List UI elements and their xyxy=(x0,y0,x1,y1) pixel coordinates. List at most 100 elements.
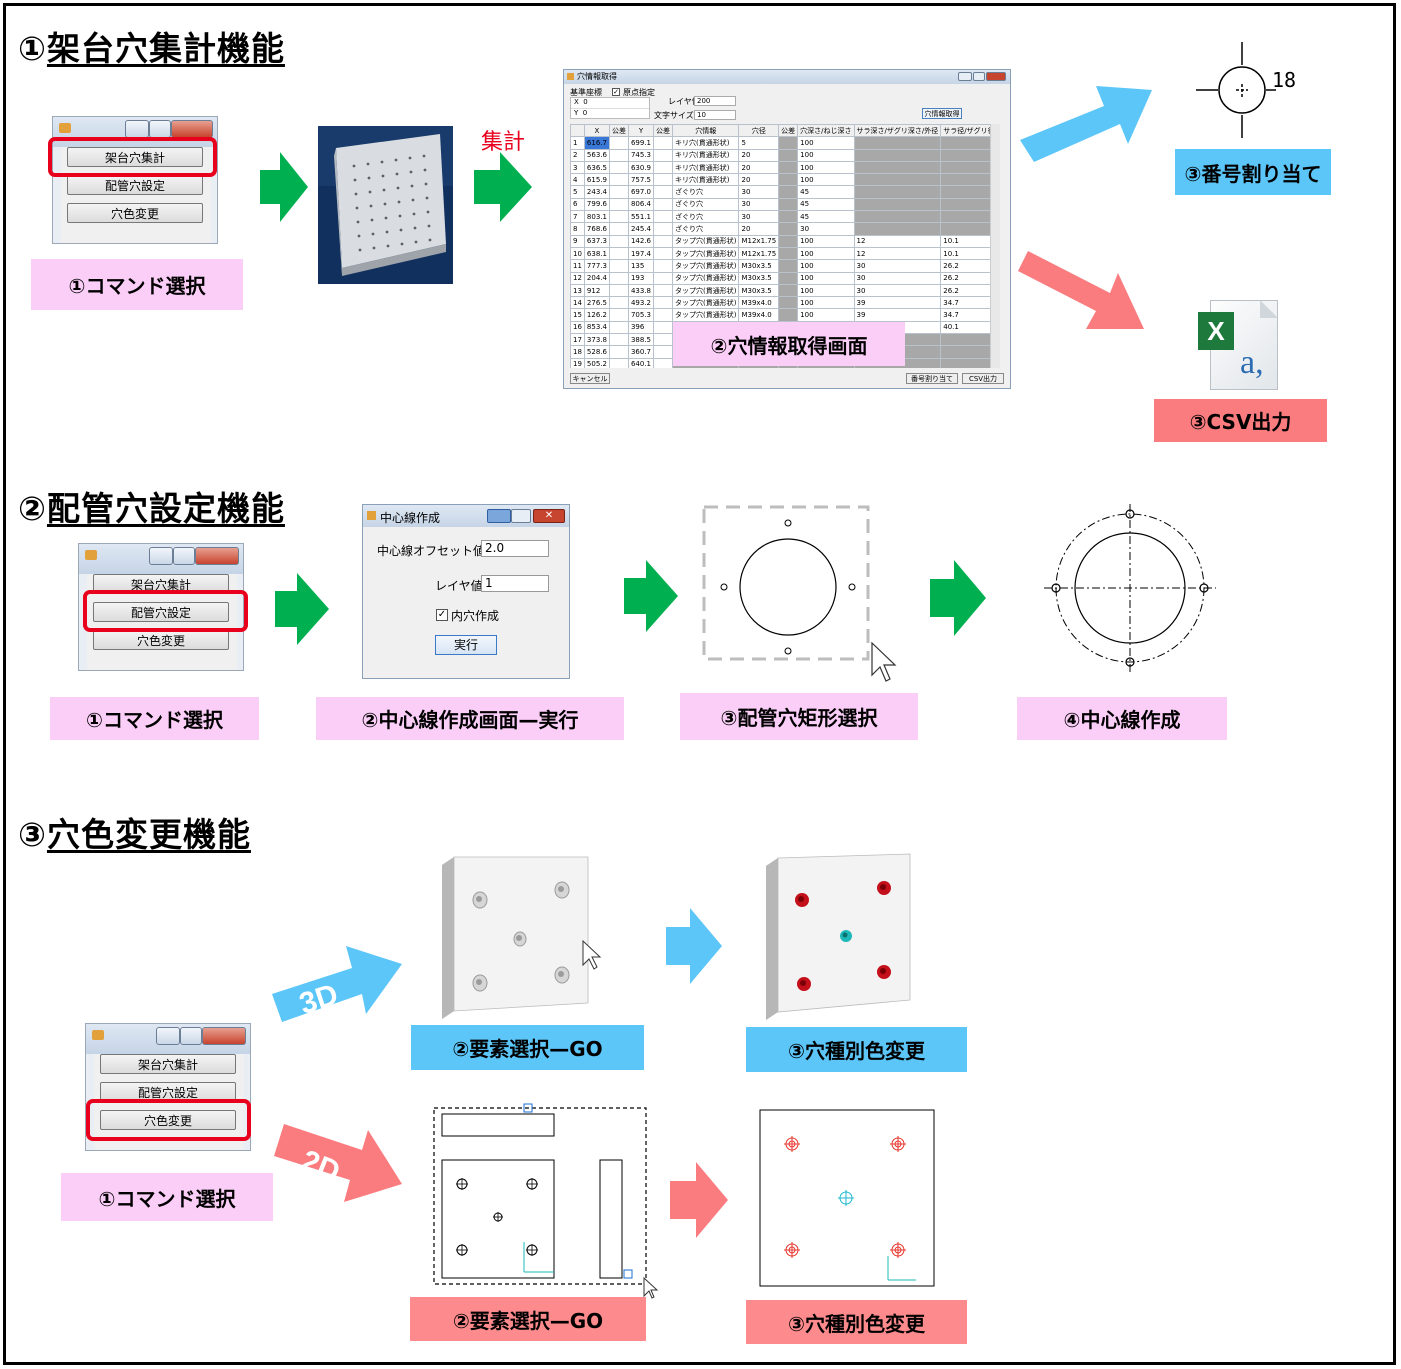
table-cell[interactable]: 637.3 xyxy=(583,234,610,248)
table-cell[interactable]: 616.7 xyxy=(583,136,610,150)
table-cell[interactable]: 697.0 xyxy=(627,185,655,199)
table-cell[interactable] xyxy=(778,160,799,175)
table-cell[interactable]: 20 xyxy=(738,148,780,162)
layer-input[interactable]: 200 xyxy=(694,96,736,106)
table-cell[interactable]: 493.2 xyxy=(627,296,655,310)
table-cell[interactable]: 10.1 xyxy=(940,234,1000,248)
table-cell[interactable] xyxy=(940,160,1000,175)
table-cell[interactable] xyxy=(940,185,1000,199)
table-cell[interactable]: 638.1 xyxy=(583,246,610,261)
table-cell[interactable] xyxy=(653,333,674,347)
table-cell[interactable]: 14 xyxy=(570,296,585,310)
table-cell[interactable]: 551.1 xyxy=(627,210,655,224)
table-cell[interactable]: 100 xyxy=(797,173,855,187)
table-cell[interactable] xyxy=(608,271,629,285)
fetch-hole-info-button[interactable]: 穴情報取得 xyxy=(922,108,962,119)
table-cell[interactable] xyxy=(940,345,1000,359)
table-cell[interactable]: キリ穴(貫通形状) xyxy=(672,160,740,175)
table-cell[interactable]: 276.5 xyxy=(583,296,610,310)
table-cell[interactable] xyxy=(853,173,942,187)
table-cell[interactable]: 45 xyxy=(797,197,855,212)
table-cell[interactable]: 853.4 xyxy=(583,320,610,335)
table-cell[interactable] xyxy=(653,320,674,335)
minimize-button[interactable] xyxy=(487,509,511,523)
table-cell[interactable]: 799.6 xyxy=(583,197,610,212)
table-cell[interactable]: 100 xyxy=(797,148,855,162)
table-cell[interactable]: ざぐり穴 xyxy=(672,185,740,199)
table-header-cell[interactable]: 穴径 xyxy=(738,124,780,138)
table-cell[interactable]: 636.5 xyxy=(583,160,610,175)
table-cell[interactable]: 20 xyxy=(738,160,780,175)
table-cell[interactable]: 5 xyxy=(570,185,585,199)
table-cell[interactable] xyxy=(853,136,942,150)
table-cell[interactable] xyxy=(653,283,674,298)
table-cell[interactable]: 100 xyxy=(797,136,855,150)
table-cell[interactable] xyxy=(778,283,799,298)
table-cell[interactable] xyxy=(853,160,942,175)
table-cell[interactable] xyxy=(940,210,1000,224)
table-cell[interactable] xyxy=(778,246,799,261)
table-header-cell[interactable]: 穴深さ/ねじ深さ xyxy=(797,124,855,138)
table-cell[interactable] xyxy=(608,210,629,224)
table-cell[interactable] xyxy=(653,259,674,273)
table-cell[interactable] xyxy=(778,308,799,322)
table-cell[interactable] xyxy=(608,308,629,322)
origin-checkbox[interactable]: ✓ xyxy=(612,88,620,96)
table-cell[interactable] xyxy=(778,185,799,199)
table-cell[interactable]: 2 xyxy=(570,148,585,162)
table-cell[interactable]: 803.1 xyxy=(583,210,610,224)
table-cell[interactable]: 388.5 xyxy=(627,333,655,347)
table-cell[interactable]: キリ穴(貫通形状) xyxy=(672,173,740,187)
number-assign-button[interactable]: 番号割り当て xyxy=(906,373,958,384)
table-cell[interactable] xyxy=(608,173,629,187)
table-cell[interactable]: 5 xyxy=(738,136,780,150)
offset-input[interactable]: 2.0 xyxy=(481,540,549,557)
table-cell[interactable] xyxy=(653,271,674,285)
close-button[interactable]: ✕ xyxy=(533,509,565,523)
table-cell[interactable] xyxy=(778,234,799,248)
maximize-button[interactable] xyxy=(973,72,985,81)
table-cell[interactable]: 3 xyxy=(570,160,585,175)
table-scrollbar[interactable] xyxy=(990,124,1000,368)
pipe-hole-button[interactable]: 配管穴設定 xyxy=(93,602,229,622)
table-cell[interactable]: 17 xyxy=(570,333,585,347)
table-cell[interactable]: 7 xyxy=(570,210,585,224)
table-cell[interactable]: 777.3 xyxy=(583,259,610,273)
table-cell[interactable] xyxy=(778,296,799,310)
table-cell[interactable]: M39x4.0 xyxy=(738,296,780,310)
table-cell[interactable]: 193 xyxy=(627,271,655,285)
x-value[interactable]: 0 xyxy=(583,98,588,106)
table-cell[interactable]: 912 xyxy=(583,283,610,298)
table-cell[interactable]: 126.2 xyxy=(583,308,610,322)
table-cell[interactable]: 396 xyxy=(627,320,655,335)
maximize-button[interactable] xyxy=(511,509,531,523)
table-cell[interactable] xyxy=(608,333,629,347)
table-cell[interactable]: 615.9 xyxy=(583,173,610,187)
table-cell[interactable]: 12 xyxy=(570,271,585,285)
table-cell[interactable]: M30x3.5 xyxy=(738,259,780,273)
table-cell[interactable]: キリ穴(貫通形状) xyxy=(672,148,740,162)
maximize-button[interactable] xyxy=(149,120,171,138)
table-cell[interactable] xyxy=(778,222,799,236)
table-cell[interactable]: 100 xyxy=(797,160,855,175)
table-cell[interactable]: 757.5 xyxy=(627,173,655,187)
table-cell[interactable] xyxy=(853,185,942,199)
table-cell[interactable]: 768.6 xyxy=(583,222,610,236)
table-cell[interactable] xyxy=(653,357,674,368)
table-cell[interactable] xyxy=(653,148,674,162)
table-cell[interactable]: 1 xyxy=(570,136,585,150)
table-cell[interactable] xyxy=(778,173,799,187)
table-header-cell[interactable] xyxy=(570,124,585,138)
table-header-cell[interactable]: 公差 xyxy=(653,124,674,138)
table-cell[interactable] xyxy=(778,271,799,285)
minimize-button[interactable] xyxy=(125,120,149,138)
maximize-button[interactable] xyxy=(180,1027,202,1045)
table-cell[interactable]: M30x3.5 xyxy=(738,271,780,285)
table-cell[interactable] xyxy=(940,357,1000,368)
hole-color-button[interactable]: 穴色変更 xyxy=(93,630,229,650)
table-cell[interactable]: 100 xyxy=(797,296,855,310)
